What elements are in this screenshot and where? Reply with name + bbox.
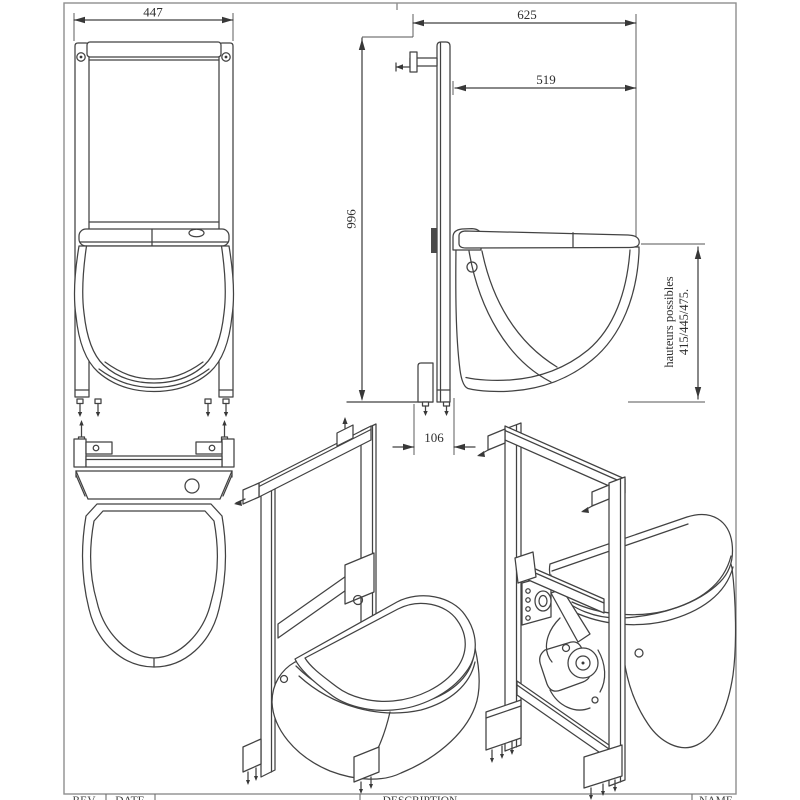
title-rev: REV: [73, 795, 97, 800]
view-top: [73, 420, 235, 668]
title-date: DATE: [115, 795, 144, 800]
view-iso-rear: [477, 422, 737, 800]
dim-frame-height: 996: [344, 209, 359, 229]
title-name: NAME: [699, 795, 733, 800]
dim-bowl-depth: 519: [536, 72, 556, 87]
front-bolts: [76, 398, 230, 417]
note-heights-line2: 415/445/475.: [677, 289, 691, 355]
dim-overall-depth: 625: [517, 7, 537, 22]
view-front: 447: [73, 5, 235, 417]
view-side: 625 519 996: [344, 7, 705, 455]
title-description: DESCRIPTION: [383, 795, 458, 800]
title-block: REV DATE DESCRIPTION NAME: [73, 794, 733, 800]
dim-frame-width: 447: [143, 5, 163, 20]
note-heights-line1: hauteurs possibles: [662, 276, 676, 367]
sheet-border: [63, 2, 737, 795]
dim-outlet-offset: 106: [424, 430, 444, 445]
view-iso-front: [234, 417, 480, 794]
